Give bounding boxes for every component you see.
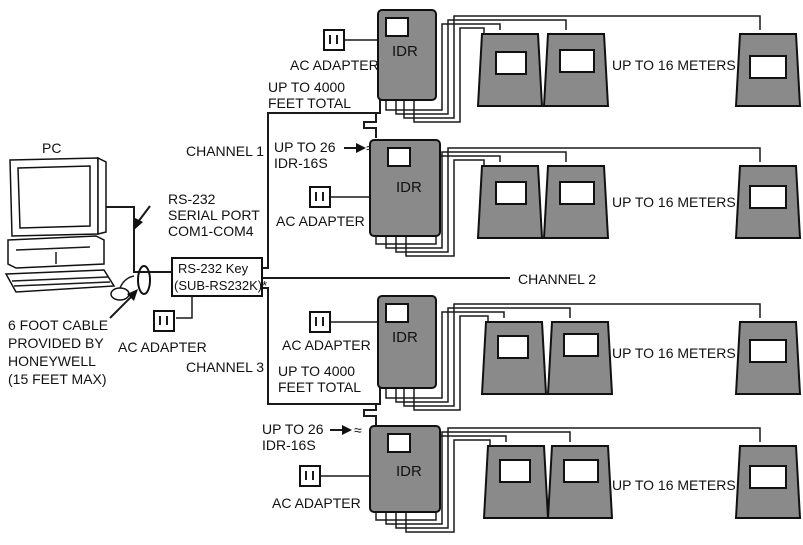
ac-adapter-label-1: AC ADAPTER xyxy=(290,57,379,73)
meter-icon xyxy=(542,165,610,239)
channel-2-label: CHANNEL 2 xyxy=(518,271,596,287)
outlet-icon xyxy=(299,465,321,487)
idr-label-3: IDR xyxy=(392,329,418,346)
meter-icon xyxy=(734,165,802,239)
key-adapter-wire xyxy=(176,296,193,319)
idr-label-4: IDR xyxy=(396,463,422,480)
idr-count-label-2a: UP TO 26 xyxy=(262,421,324,437)
pc-serial-cable xyxy=(98,206,172,273)
meter-bus-4 xyxy=(375,427,761,533)
cable-label-1: 6 FOOT CABLE xyxy=(8,317,108,333)
cable-label-4: (15 FEET MAX) xyxy=(8,371,107,387)
ac-adapter-label-4: AC ADAPTER xyxy=(272,495,361,511)
idr-icon xyxy=(377,9,437,101)
rs232-port-label-2: SERIAL PORT xyxy=(168,207,260,223)
meter-icon xyxy=(546,445,614,519)
cable-label-2: PROVIDED BY xyxy=(8,335,104,351)
pc-label: PC xyxy=(42,140,61,156)
channel-3-trunk xyxy=(262,287,381,405)
idr-chain-3 xyxy=(363,404,377,426)
outlet-icon xyxy=(323,29,345,51)
arrow-icon xyxy=(109,143,366,435)
rs232-key-label-2: (SUB-RS232K)* xyxy=(174,278,267,293)
outlet-icon xyxy=(309,311,331,333)
outlet-icon xyxy=(153,310,175,332)
meter-bus-1 xyxy=(385,15,761,123)
idr-chain-1 xyxy=(363,113,377,138)
distance-label-1a: UP TO 4000 xyxy=(268,79,345,95)
ac-adapter-label-key: AC ADAPTER xyxy=(118,339,207,355)
rs232-key-label-1: RS-232 Key xyxy=(178,261,249,276)
meters-label-2: UP TO 16 METERS xyxy=(612,194,736,210)
idr-icon xyxy=(369,425,441,513)
cable-marker xyxy=(137,265,151,295)
meters-label-1: UP TO 16 METERS xyxy=(612,57,736,73)
wave-mark-2: ≈ xyxy=(354,422,362,438)
wires xyxy=(98,15,761,533)
meter-icon xyxy=(482,445,550,519)
meter-icon xyxy=(542,33,610,107)
meter-icon xyxy=(476,165,544,239)
ac-adapter-label-3: AC ADAPTER xyxy=(282,337,371,353)
meter-icon xyxy=(546,321,614,395)
idr-count-label-1a: UP TO 26 xyxy=(274,139,336,155)
rs232-port-label-3: COM1-COM4 xyxy=(168,223,254,239)
rs232-port-label-1: RS-232 xyxy=(168,191,216,207)
meter-icon xyxy=(476,33,544,107)
idr-count-label-2b: IDR-16S xyxy=(262,437,316,453)
channel-1-label: CHANNEL 1 xyxy=(186,143,264,159)
channel-1-trunk xyxy=(262,100,381,269)
distance-label-3a: UP TO 4000 xyxy=(278,363,355,379)
meter-icon xyxy=(734,321,802,395)
idr-label-1: IDR xyxy=(392,43,418,60)
distance-label-3b: FEET TOTAL xyxy=(278,379,361,395)
meter-icon xyxy=(734,33,802,107)
ac-adapter-label-2: AC ADAPTER xyxy=(276,213,365,229)
meter-icon xyxy=(480,321,548,395)
meters-label-3: UP TO 16 METERS xyxy=(612,345,736,361)
idr-label-2: IDR xyxy=(396,179,422,196)
meters-label-4: UP TO 16 METERS xyxy=(612,477,736,493)
meter-icon xyxy=(734,445,802,519)
cable-label-3: HONEYWELL xyxy=(8,353,96,369)
meter-bus-3 xyxy=(385,303,761,411)
rs232-key-box xyxy=(171,257,263,297)
pc-icon xyxy=(7,156,107,269)
distance-label-1b: FEET TOTAL xyxy=(268,95,351,111)
channel-3-label: CHANNEL 3 xyxy=(186,359,264,375)
idr-icon xyxy=(369,139,441,237)
idr-icon xyxy=(377,295,437,389)
idr-count-label-1b: IDR-16S xyxy=(274,155,328,171)
outlet-icon xyxy=(309,186,331,208)
keyboard-icon xyxy=(4,269,116,293)
